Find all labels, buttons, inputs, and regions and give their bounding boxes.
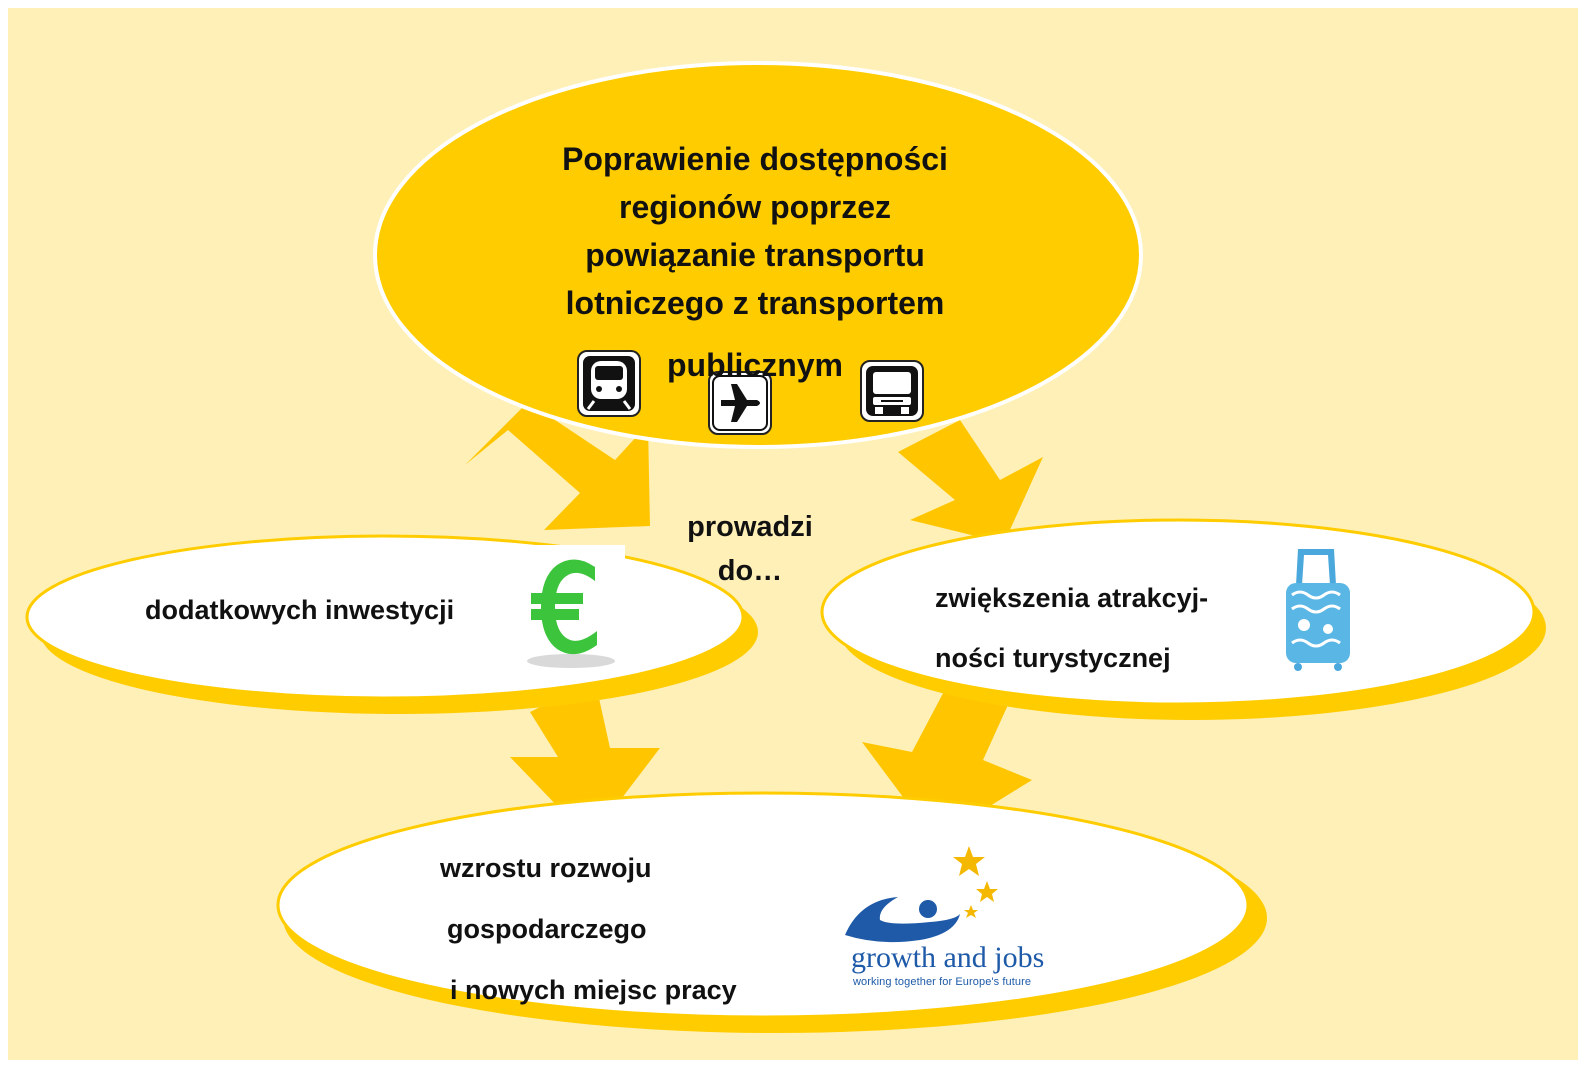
bottom-line-2: gospodarczego [447, 914, 647, 944]
suitcase-icon [1286, 549, 1350, 671]
top-line-3: powiązanie transportu [585, 237, 925, 273]
bottom-ellipse-text: wzrostu rozwoju gospodarczego i nowych m… [440, 838, 860, 1021]
top-ellipse-text: Poprawienie dostępności regionów poprzez… [500, 135, 1010, 389]
ellipse-right [820, 518, 1546, 720]
top-line-1: Poprawienie dostępności [562, 141, 948, 177]
right-line-1: zwiększenia atrakcyj- [935, 583, 1209, 613]
logo-tagline: working together for Europe's future [853, 976, 1032, 988]
airplane-icon [708, 371, 772, 435]
right-ellipse-text: zwiększenia atrakcyj- ności turystycznej [935, 568, 1295, 688]
logo-title: growth and jobs [851, 941, 1045, 974]
euro-icon [517, 545, 625, 673]
arrow-top-right [898, 420, 1043, 543]
arrow-mid-left [510, 680, 660, 840]
bottom-line-1: wzrostu rozwoju [440, 853, 652, 883]
connector-text: prowadzi do… [640, 505, 860, 593]
ellipse-bottom [276, 791, 1267, 1033]
star-small-icon [964, 905, 978, 918]
arrow-mid-right [862, 680, 1032, 840]
connector-line-2: do… [717, 555, 783, 587]
left-ellipse-text: dodatkowych inwestycji [145, 595, 455, 625]
right-line-2: ności turystycznej [935, 643, 1171, 673]
logo-figure-head [919, 900, 937, 918]
top-line-2: regionów poprzez [619, 189, 891, 225]
logo-figure-swoosh [845, 897, 960, 943]
connector-line-1: prowadzi [687, 511, 813, 543]
star-medium-icon [976, 881, 998, 902]
top-line-4: lotniczego z transportem [565, 285, 945, 321]
arrow-top-left [465, 402, 650, 530]
ellipse-top [373, 61, 1143, 449]
train-icon [577, 350, 641, 417]
bottom-line-3: i nowych miejsc pracy [450, 975, 737, 1005]
growth-and-jobs-logo [845, 846, 998, 943]
bus-icon [860, 360, 924, 422]
star-large-icon [953, 846, 985, 876]
top-line-5: publicznym [666, 347, 843, 383]
